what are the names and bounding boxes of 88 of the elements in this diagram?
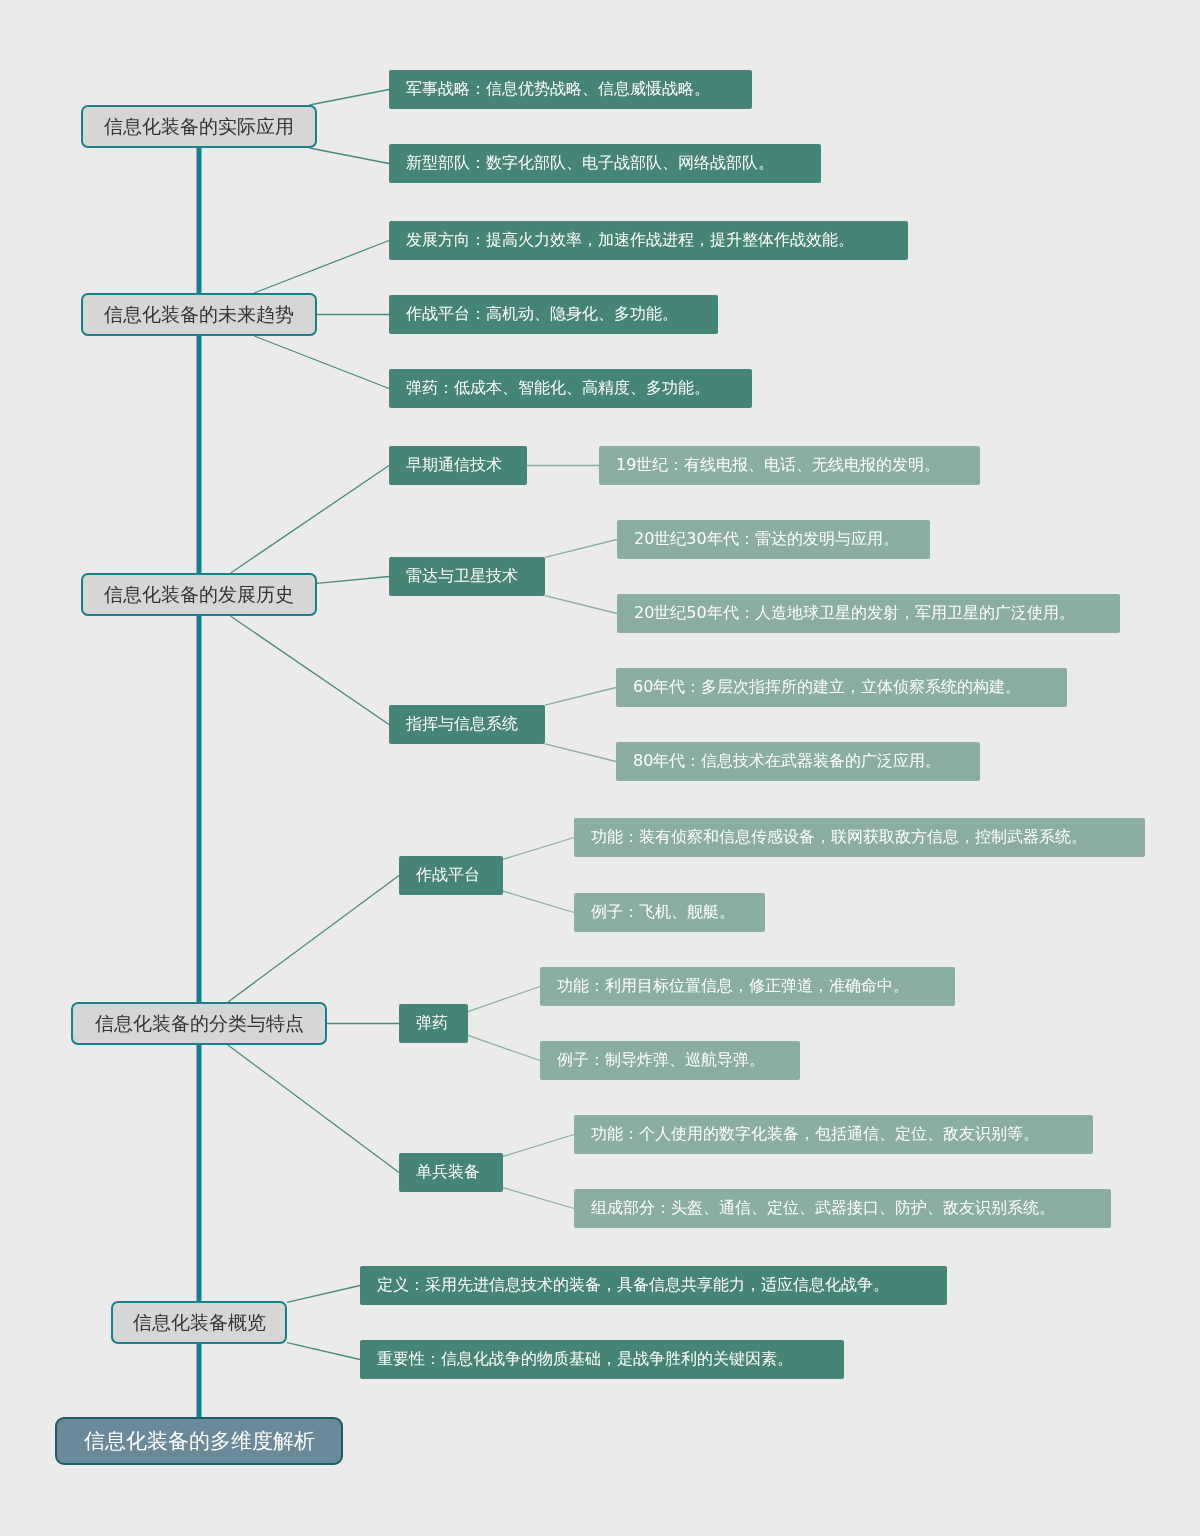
branch-box [360, 1340, 844, 1379]
trunk-line [196, 616, 202, 1002]
connector-line [316, 313, 390, 316]
branch-box [389, 369, 752, 408]
connector-line [308, 88, 390, 106]
detail-box [617, 594, 1120, 633]
branch-box [399, 1153, 503, 1192]
detail-box [574, 1189, 1111, 1228]
connector-line [230, 464, 390, 574]
detail-box [617, 520, 930, 559]
connector-line [502, 1187, 575, 1210]
node-text: 单兵装备 [416, 1162, 480, 1183]
connector-line [253, 239, 390, 294]
node-text: 例子：制导炸弹、巡航导弹。 [557, 1050, 765, 1071]
detail-box [616, 668, 1067, 707]
node-text: 信息化装备的未来趋势 [104, 301, 294, 327]
detail-box [574, 893, 765, 932]
connector-line [253, 335, 390, 390]
topic-box [111, 1301, 287, 1344]
trunk-line [196, 148, 202, 293]
detail-box [599, 446, 980, 485]
connector-line [502, 836, 575, 861]
node-text: 19世纪：有线电报、电话、无线电报的发明。 [616, 455, 941, 476]
node-text: 信息化装备的分类与特点 [94, 1010, 304, 1036]
branch-box [389, 705, 545, 744]
branch-box [399, 1004, 468, 1043]
node-text: 功能：利用目标位置信息，修正弹道，准确命中。 [557, 976, 909, 997]
node-text: 早期通信技术 [406, 455, 502, 476]
node-text: 作战平台 [416, 865, 480, 886]
node-text: 20世纪50年代：人造地球卫星的发射，军用卫星的广泛使用。 [634, 603, 1075, 624]
node-text: 弹药 [416, 1013, 448, 1034]
topic-box [81, 293, 317, 336]
node-text: 雷达与卫星技术 [406, 566, 518, 587]
branch-box [389, 221, 908, 260]
connector-line [316, 575, 390, 584]
node-text: 功能：装有侦察和信息传感设备，联网获取敌方信息，控制武器系统。 [591, 827, 1087, 848]
branch-box [360, 1266, 947, 1305]
node-text: 新型部队：数字化部队、电子战部队、网络战部队。 [406, 153, 774, 174]
node-text: 定义：采用先进信息技术的装备，具备信息共享能力，适应信息化战争。 [377, 1275, 889, 1296]
detail-box [540, 967, 955, 1006]
branch-box [389, 144, 821, 183]
connector-line [227, 1044, 400, 1174]
connector-line [467, 1034, 541, 1062]
detail-box [540, 1041, 800, 1080]
detail-box [574, 818, 1145, 857]
branch-box [389, 446, 527, 485]
branch-box [389, 295, 718, 334]
node-text: 作战平台：高机动、隐身化、多功能。 [406, 304, 678, 325]
node-text: 信息化装备的实际应用 [104, 113, 294, 139]
connector-line [286, 1342, 361, 1361]
root-box [55, 1417, 343, 1465]
branch-box [389, 70, 752, 109]
node-text: 20世纪30年代：雷达的发明与应用。 [634, 529, 899, 550]
node-text: 信息化装备概览 [132, 1309, 266, 1335]
node-text: 信息化装备的多维度解析 [83, 1428, 315, 1455]
connector-line [544, 686, 617, 706]
node-text: 例子：飞机、舰艇。 [591, 902, 735, 923]
branch-box [389, 557, 545, 596]
connector-line [326, 1022, 400, 1025]
detail-box [616, 742, 980, 781]
node-text: 功能：个人使用的数字化装备，包括通信、定位、敌友识别等。 [591, 1124, 1039, 1145]
branch-box [399, 856, 503, 895]
connector-line [544, 538, 618, 558]
connector-line [467, 985, 541, 1013]
node-text: 80年代：信息技术在武器装备的广泛应用。 [633, 751, 942, 772]
trunk-line [196, 1045, 202, 1301]
topic-box [71, 1002, 327, 1045]
node-text: 重要性：信息化战争的物质基础，是战争胜利的关键因素。 [377, 1349, 793, 1370]
topic-box [81, 105, 317, 148]
connector-line [526, 464, 600, 467]
node-text: 发展方向：提高火力效率，加速作战进程，提升整体作战效能。 [406, 230, 854, 251]
node-text: 组成部分：头盔、通信、定位、武器接口、防护、敌友识别系统。 [591, 1198, 1055, 1219]
connector-line [229, 615, 390, 726]
trunk-line [196, 336, 202, 573]
node-text: 信息化装备的发展历史 [104, 581, 294, 607]
node-text: 指挥与信息系统 [406, 714, 518, 735]
detail-box [574, 1115, 1093, 1154]
node-text: 弹药：低成本、智能化、高精度、多功能。 [406, 378, 710, 399]
trunk-line [196, 1344, 202, 1417]
node-text: 60年代：多层次指挥所的建立，立体侦察系统的构建。 [633, 677, 1022, 698]
connector-line [227, 874, 400, 1003]
connector-line [308, 147, 390, 165]
connector-line [502, 890, 575, 914]
connector-line [544, 595, 618, 615]
connector-line [544, 743, 617, 763]
node-text: 军事战略：信息优势战略、信息威慑战略。 [406, 79, 710, 100]
connector-line [502, 1133, 575, 1158]
topic-box [81, 573, 317, 616]
